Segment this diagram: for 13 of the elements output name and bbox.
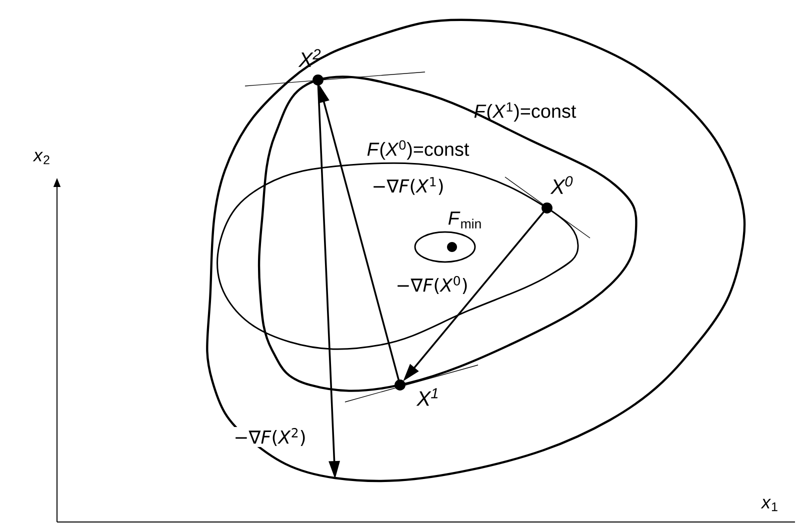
axis-label: x$_{1}$ — [760, 498, 778, 512]
edge-label: −∇F(X$^{0}$) — [394, 275, 470, 295]
point-label: X$^{1}$ — [416, 388, 438, 406]
edge-label: −∇F(X$^{1}$) — [370, 176, 446, 196]
point-label: X$^{0}$ — [550, 176, 573, 194]
minimum-label: F$_{min}$ — [448, 212, 481, 228]
contour-label: F(X$^{0}$)=const — [367, 140, 470, 160]
point — [542, 202, 552, 214]
edge-label: −∇F(X$^{2}$) — [232, 427, 308, 447]
point-label: X$^{2}$ — [298, 49, 321, 67]
axis-label: x$_{2}$ — [32, 152, 50, 164]
point — [312, 74, 324, 86]
point — [394, 380, 406, 390]
